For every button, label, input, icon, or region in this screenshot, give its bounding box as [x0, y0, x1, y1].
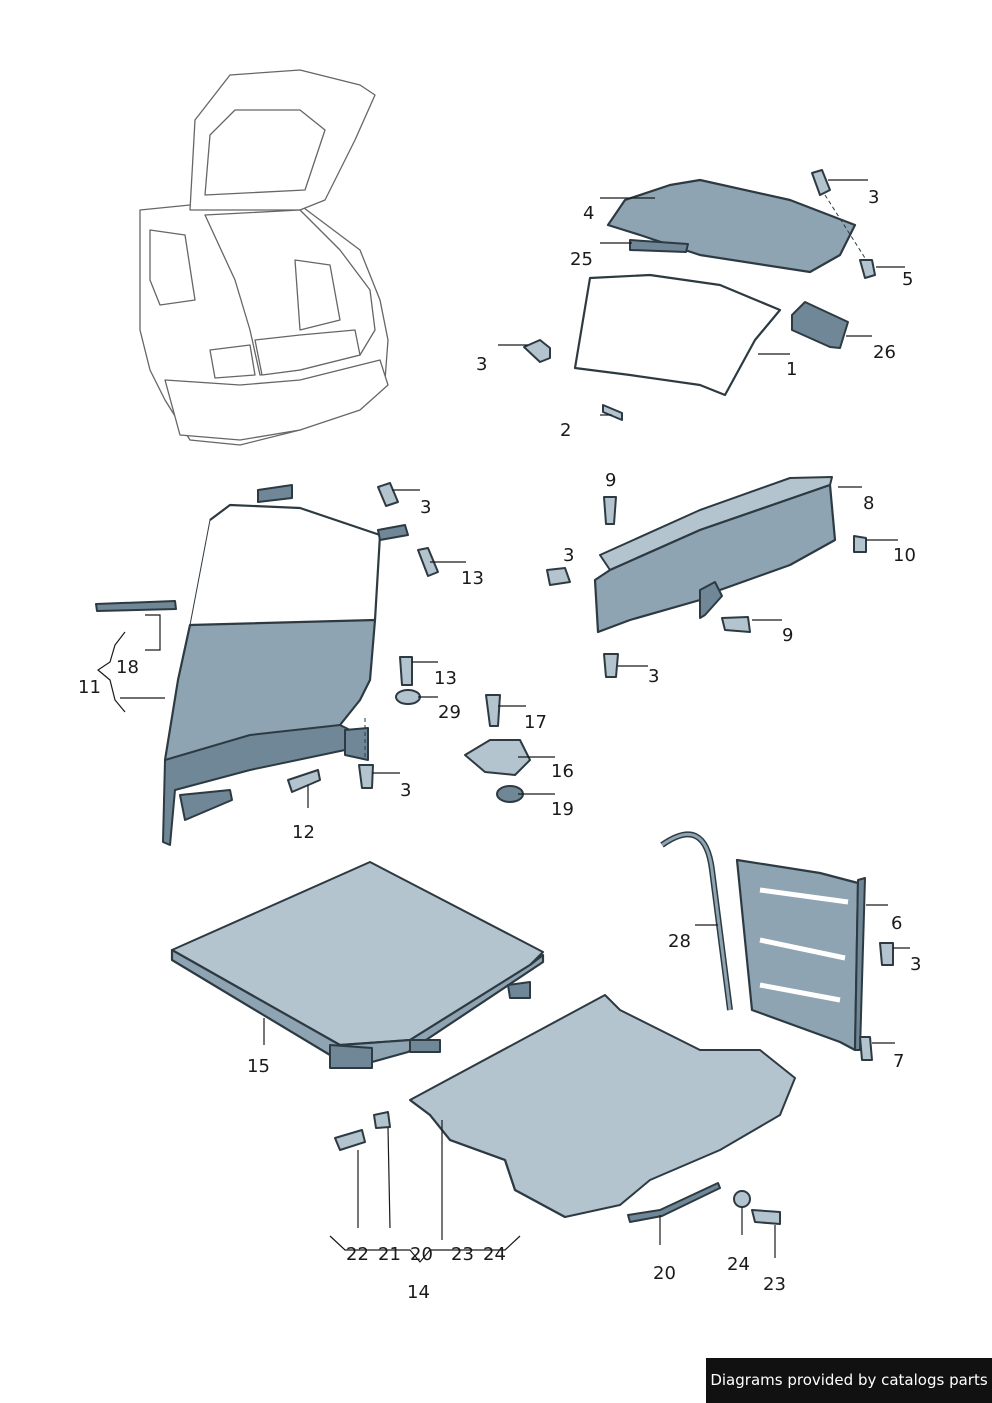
- callout-2: 2: [560, 420, 571, 441]
- vehicle-rear-overview: [139, 69, 389, 446]
- callout-29: 29: [438, 702, 461, 723]
- screw-13b: [399, 656, 413, 686]
- screw-2: [602, 404, 623, 421]
- callout-28: 28: [668, 931, 691, 952]
- callout-3: 3: [648, 666, 659, 687]
- callout-19: 19: [551, 799, 574, 820]
- parcel-shelf-cover: [606, 178, 857, 274]
- fastener-3b: [811, 169, 831, 196]
- callout-23: 23: [763, 1274, 786, 1295]
- callout-24: 24: [483, 1244, 506, 1265]
- callout-16: 16: [551, 761, 574, 782]
- callout-23: 23: [451, 1244, 474, 1265]
- callout-18: 18: [116, 657, 139, 678]
- callout-3: 3: [476, 354, 487, 375]
- callout-20: 20: [653, 1263, 676, 1284]
- callout-26: 26: [873, 342, 896, 363]
- callout-3: 3: [420, 497, 431, 518]
- callout-1: 1: [786, 359, 797, 380]
- callout-21: 21: [378, 1244, 401, 1265]
- screw-7: [859, 1036, 873, 1061]
- leader-lines: [96, 179, 910, 1263]
- callout-labels: 4 25 3 5 26 1 3 2 3 13 18 11 13 29 17 16…: [78, 187, 921, 1303]
- fastener-3g: [879, 942, 894, 966]
- callout-9: 9: [782, 625, 793, 646]
- callout-3: 3: [563, 545, 574, 566]
- floor-mat-14: [409, 994, 796, 1218]
- callout-11: 11: [78, 677, 101, 698]
- callout-14: 14: [407, 1282, 430, 1303]
- clip-10: [853, 535, 867, 553]
- strip-25: [629, 239, 689, 253]
- callout-5: 5: [902, 269, 913, 290]
- callout-15: 15: [247, 1056, 270, 1077]
- fastener-3a: [523, 339, 551, 363]
- seal-strip-28: [660, 831, 733, 1011]
- callout-13: 13: [461, 568, 484, 589]
- screw-9a: [603, 496, 617, 525]
- fastener-3e: [546, 567, 571, 586]
- callout-24: 24: [727, 1254, 750, 1275]
- callout-7: 7: [893, 1051, 904, 1072]
- rod-18: [95, 600, 177, 612]
- callout-9: 9: [605, 470, 616, 491]
- callout-8: 8: [863, 493, 874, 514]
- fastener-3d: [358, 764, 374, 789]
- callout-25: 25: [570, 249, 593, 270]
- screw-17: [485, 694, 501, 727]
- fastener-3c: [377, 482, 399, 507]
- callout-17: 17: [524, 712, 547, 733]
- callout-10: 10: [893, 545, 916, 566]
- bolt-12: [287, 769, 321, 793]
- callout-6: 6: [891, 913, 902, 934]
- bolt-22: [334, 1129, 366, 1151]
- washer-24b: [733, 1190, 751, 1208]
- bracket-16: [464, 739, 531, 776]
- cap-21: [373, 1111, 391, 1129]
- screw-5: [859, 259, 876, 279]
- floor-panel-15: [170, 861, 545, 1069]
- callout-12: 12: [292, 822, 315, 843]
- callout-3: 3: [910, 954, 921, 975]
- callout-13: 13: [434, 668, 457, 689]
- strap-20: [627, 1182, 721, 1223]
- screw-23b: [751, 1209, 781, 1225]
- washer-29: [395, 689, 421, 705]
- block-26: [791, 301, 849, 349]
- screw-13a: [417, 547, 439, 577]
- fastener-3f: [603, 653, 619, 678]
- watermark-label: Diagrams provided by catalogs parts: [706, 1358, 992, 1403]
- callout-3: 3: [400, 780, 411, 801]
- cargo-net-1: [573, 273, 782, 397]
- callout-22: 22: [346, 1244, 369, 1265]
- side-panel-6: [735, 858, 866, 1052]
- callout-3: 3: [868, 187, 879, 208]
- callout-20: 20: [410, 1244, 433, 1265]
- partition-net-11: [162, 484, 409, 846]
- trim-panel-8: [593, 476, 837, 634]
- screw-9b: [721, 616, 751, 633]
- callout-4: 4: [583, 203, 594, 224]
